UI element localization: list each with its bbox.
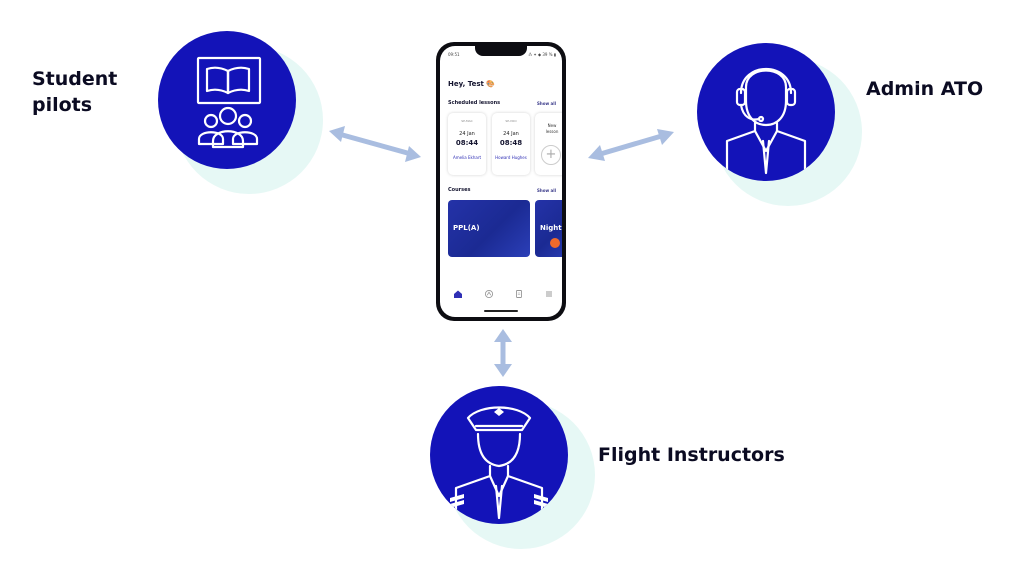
phone-screen: 09:51 ⁂ ✦ ◆ 39 % ▮ Hey, Test 🎨 Scheduled…: [440, 46, 562, 317]
flight-instructors-label: Flight Instructors: [598, 444, 785, 466]
student-pilots-node: [155, 28, 335, 198]
status-icons: ⁂ ✦ ◆ 39 % ▮: [528, 52, 556, 57]
instructor-disc: [430, 386, 568, 524]
lesson-aircraft: SP-VOO: [505, 119, 517, 123]
scheduled-lessons-title: Scheduled lessons: [448, 100, 501, 106]
course-card[interactable]: PPL(A): [448, 200, 530, 257]
lesson-time: 08:48: [499, 139, 523, 147]
student-disc: [158, 31, 296, 169]
lesson-card[interactable]: SP-VOO 24 Jan 08:48 Howard Hughes: [492, 113, 530, 175]
arrow-student-to-app: [329, 126, 421, 162]
courses-title: Courses: [448, 187, 471, 193]
new-lesson-label: New lesson: [545, 123, 559, 134]
home-icon[interactable]: [453, 289, 463, 299]
arrow-admin-to-app: [588, 129, 674, 161]
admin-ato-node: [694, 40, 874, 210]
course-card[interactable]: Night V: [535, 200, 562, 257]
lesson-aircraft: SP-MAC: [461, 119, 473, 123]
lesson-date: 24 Jan: [503, 131, 519, 137]
flight-icon[interactable]: [484, 289, 494, 299]
book-and-students-icon: [196, 56, 262, 149]
lesson-instructor: Amelia Ekhart: [452, 155, 482, 160]
arrow-instructor-to-app: [494, 329, 512, 377]
lesson-card[interactable]: SP-MAC 24 Jan 08:44 Amelia Ekhart: [448, 113, 486, 175]
courses-show-all-link[interactable]: Show all: [536, 188, 556, 193]
menu-icon[interactable]: [544, 289, 554, 299]
add-lesson-icon[interactable]: +: [541, 145, 561, 165]
lesson-date: 24 Jan: [459, 131, 475, 137]
course-badge-icon: [550, 238, 560, 248]
lesson-instructor: Howard Hughes: [495, 155, 527, 160]
status-time: 09:51: [448, 52, 460, 57]
scheduled-show-all-link[interactable]: Show all: [536, 101, 556, 106]
home-indicator: [484, 310, 518, 312]
admin-disc: [697, 43, 835, 181]
new-lesson-card[interactable]: New lesson +: [535, 113, 562, 175]
phone-mockup: 09:51 ⁂ ✦ ◆ 39 % ▮ Hey, Test 🎨 Scheduled…: [436, 42, 566, 321]
student-pilots-label: Student pilots: [32, 68, 118, 116]
bottom-nav: [440, 284, 562, 304]
admin-ato-label: Admin ATO: [866, 78, 984, 100]
pilot-with-cap-icon: [450, 406, 548, 524]
flight-instructors-node: [427, 383, 607, 553]
phone-notch: [475, 46, 527, 56]
greeting: Hey, Test 🎨: [448, 80, 495, 88]
document-icon[interactable]: [514, 289, 524, 299]
lesson-time: 08:44: [455, 139, 479, 147]
headset-operator-icon: [725, 68, 807, 181]
course-label: PPL(A): [453, 224, 480, 232]
course-label: Night V: [540, 224, 562, 232]
